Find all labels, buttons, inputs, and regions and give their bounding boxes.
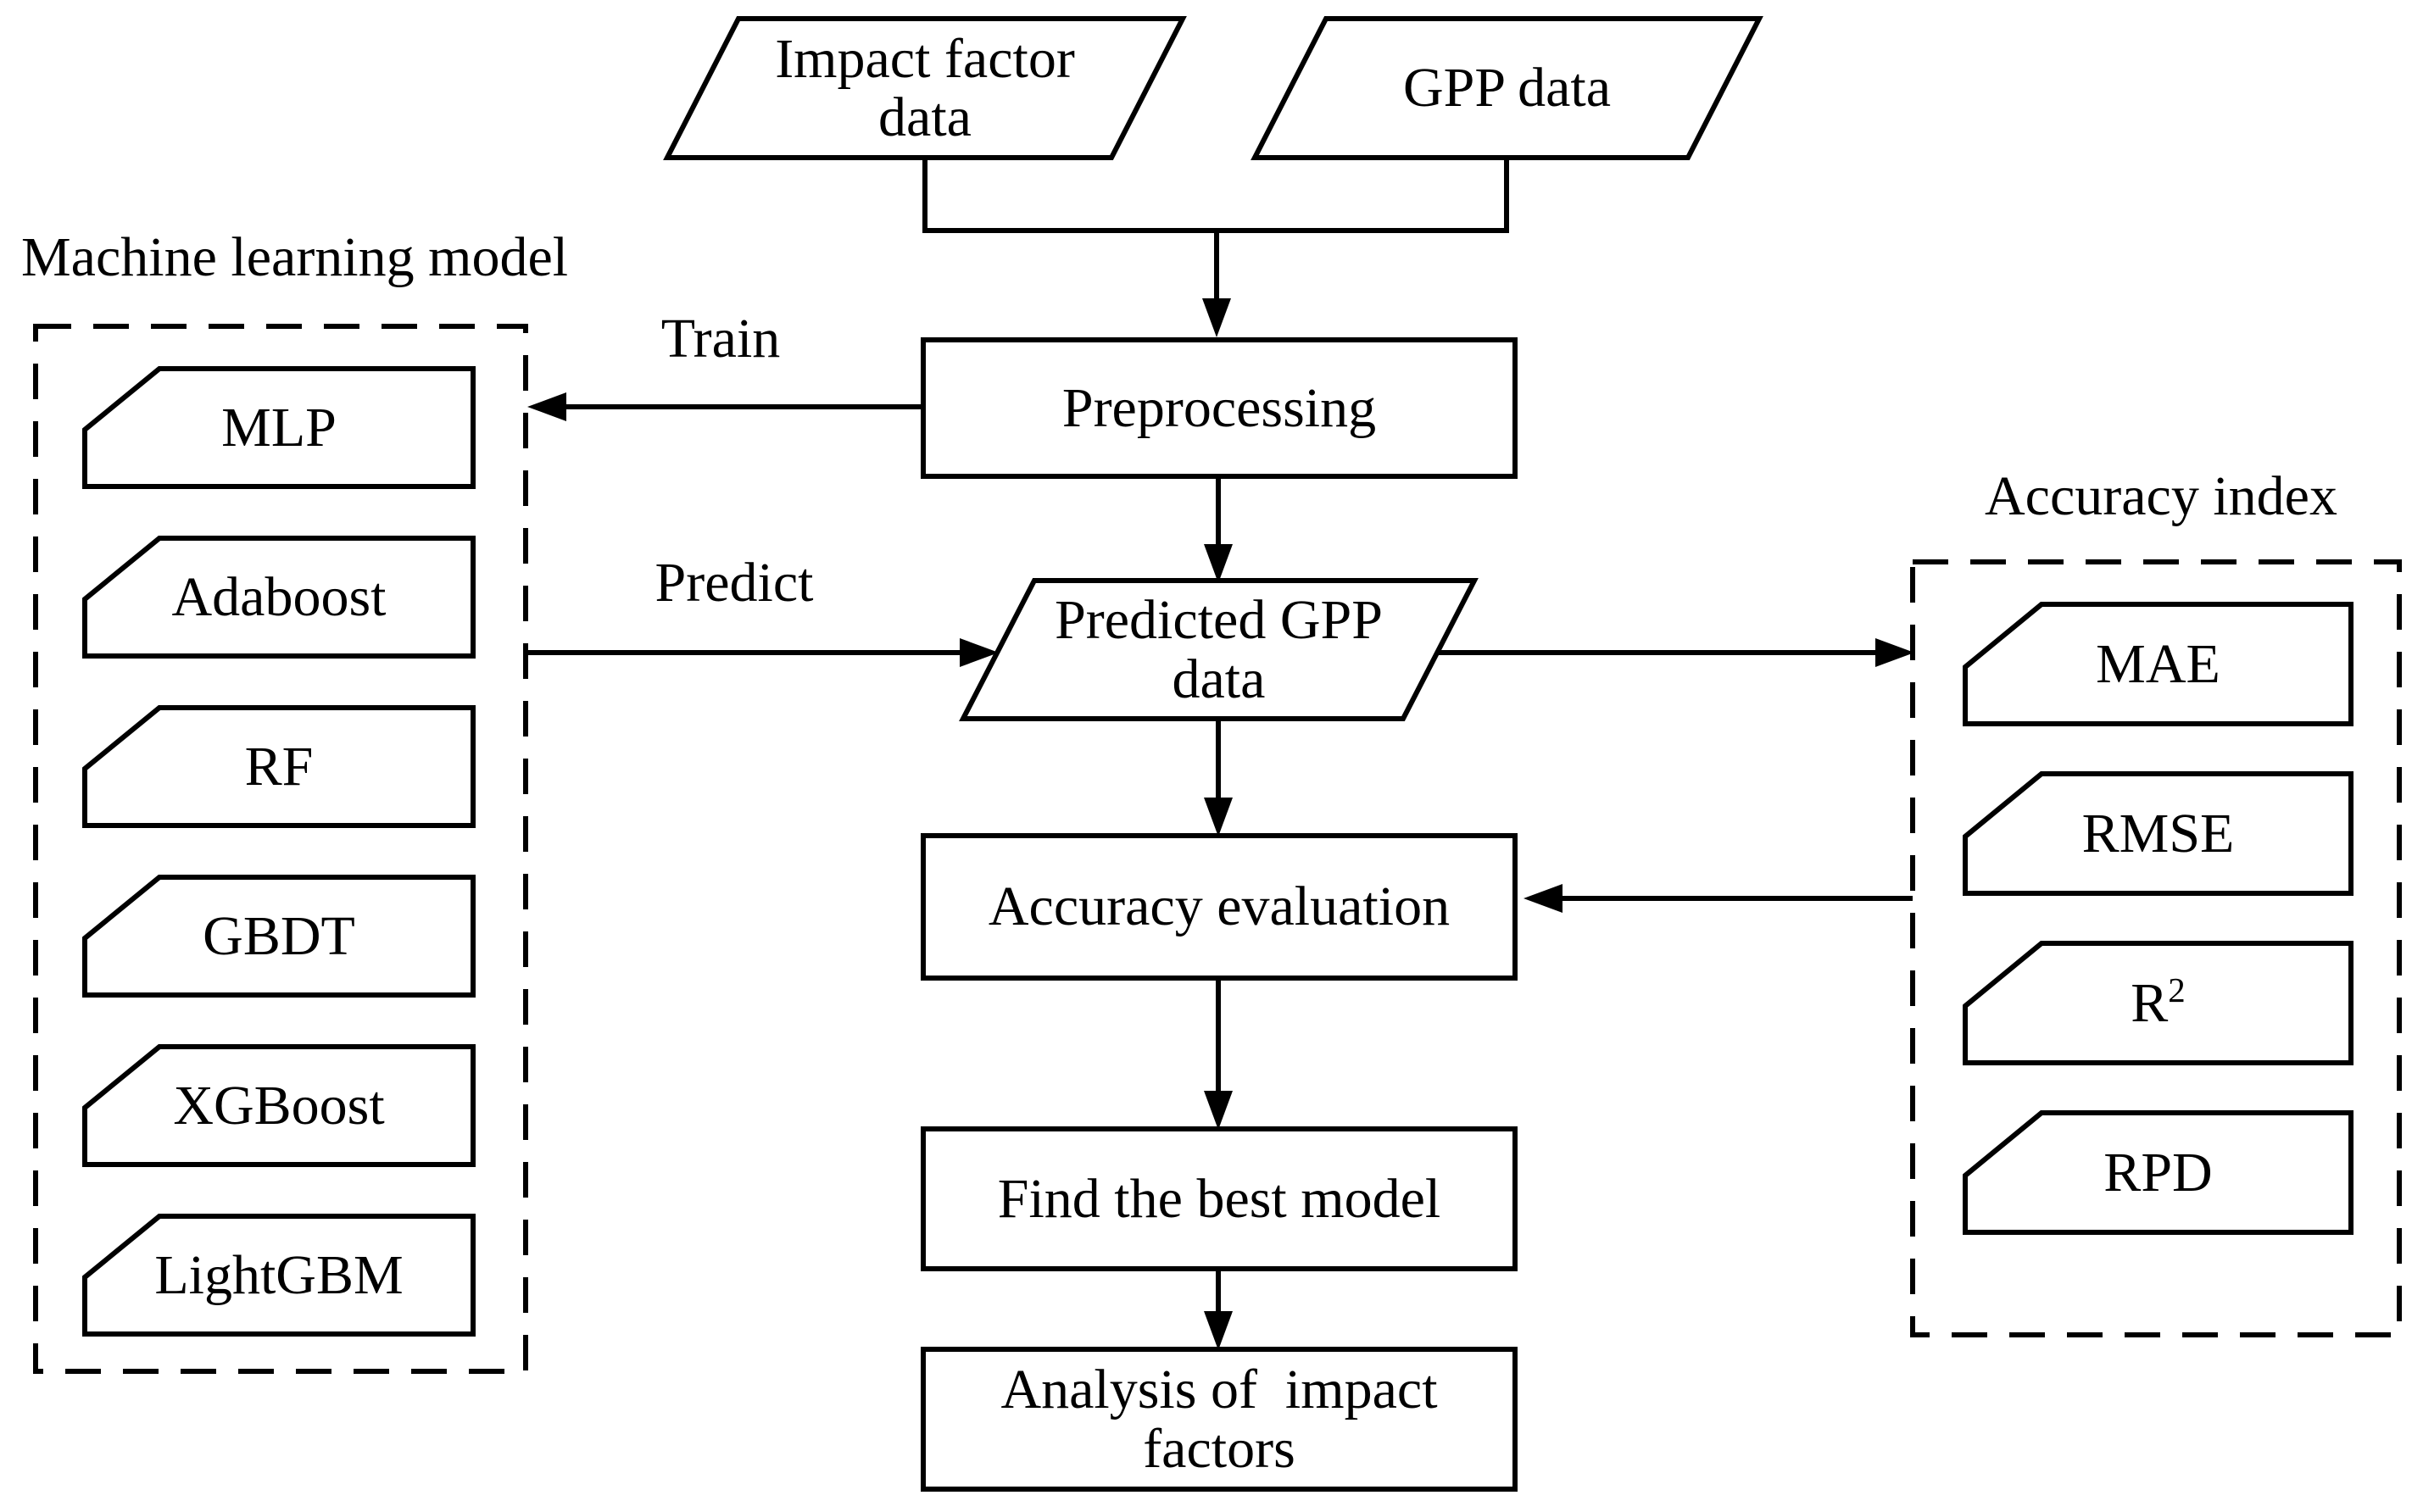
edge-gpp-to-merge [922, 158, 1509, 233]
accuracy-item-mae: MAE [1963, 602, 2354, 726]
node-label: Adaboost [171, 565, 387, 628]
edge-findbest-to-analysis-arrow [1204, 1271, 1233, 1350]
node-label: Find the best model [997, 1167, 1441, 1230]
node-label: GPP data [1402, 57, 1612, 120]
node-label: data [1172, 648, 1266, 710]
node-label: RMSE [2081, 802, 2235, 864]
ml-model-group-title: Machine learning model [21, 226, 569, 288]
edge-predicted-to-evaluation-arrow [1204, 719, 1233, 837]
edge-preprocessing-to-predicted-arrow [1204, 479, 1233, 583]
edge-predicted-to-accuracy-index-arrow [1437, 638, 1914, 667]
node-label-superscript: 2 [2168, 970, 2186, 1009]
node-preprocessing: Preprocessing [921, 337, 1518, 479]
node-label: Impact factor [775, 27, 1075, 90]
node-label: RPD [2103, 1141, 2213, 1203]
node-gpp-data: GPP data [1251, 16, 1763, 160]
accuracy-item-rpd: RPD [1963, 1110, 2354, 1235]
node-label: GBDT [203, 904, 355, 967]
node-label: RF [244, 735, 314, 798]
node-label: factors [1143, 1417, 1295, 1480]
node-accuracy-evaluation: Accuracy evaluation [921, 833, 1518, 981]
accuracy-item-r2: R2 [1963, 941, 2354, 1065]
ml-item-gbdt: GBDT [82, 875, 476, 998]
node-label: Accuracy evaluation [988, 876, 1451, 938]
edge-train-arrow [527, 392, 921, 421]
node-label: MLP [221, 396, 337, 459]
edge-predict-arrow [526, 638, 999, 667]
edge-accuracy-index-to-evaluation-arrow [1524, 884, 1913, 913]
edge-label-predict: Predict [655, 552, 814, 614]
ml-item-adaboost: Adaboost [82, 536, 476, 659]
node-label: R [2131, 971, 2169, 1034]
ml-model-group-box [33, 324, 528, 1374]
accuracy-index-group-title: Accuracy index [1985, 465, 2337, 527]
node-label: Predicted GPP [1055, 589, 1383, 652]
edge-merge-to-preprocessing-arrow [1202, 231, 1231, 337]
edge-evaluation-to-findbest-arrow [1204, 981, 1233, 1130]
node-label: data [878, 86, 972, 148]
node-label: LightGBM [154, 1243, 404, 1306]
ml-item-xgboost: XGBoost [82, 1044, 476, 1167]
node-find-best-model: Find the best model [921, 1126, 1518, 1271]
edge-label-train: Train [660, 308, 781, 370]
node-label: Preprocessing [1061, 376, 1377, 439]
ml-item-mlp: MLP [82, 366, 476, 489]
node-label: Analysis of impact [1000, 1359, 1438, 1421]
node-label: XGBoost [173, 1074, 385, 1137]
accuracy-index-group-box [1910, 559, 2402, 1337]
ml-item-rf: RF [82, 705, 476, 828]
accuracy-item-rmse: RMSE [1963, 771, 2354, 896]
node-label: MAE [2096, 632, 2220, 695]
ml-item-lightgbm: LightGBM [82, 1214, 476, 1337]
